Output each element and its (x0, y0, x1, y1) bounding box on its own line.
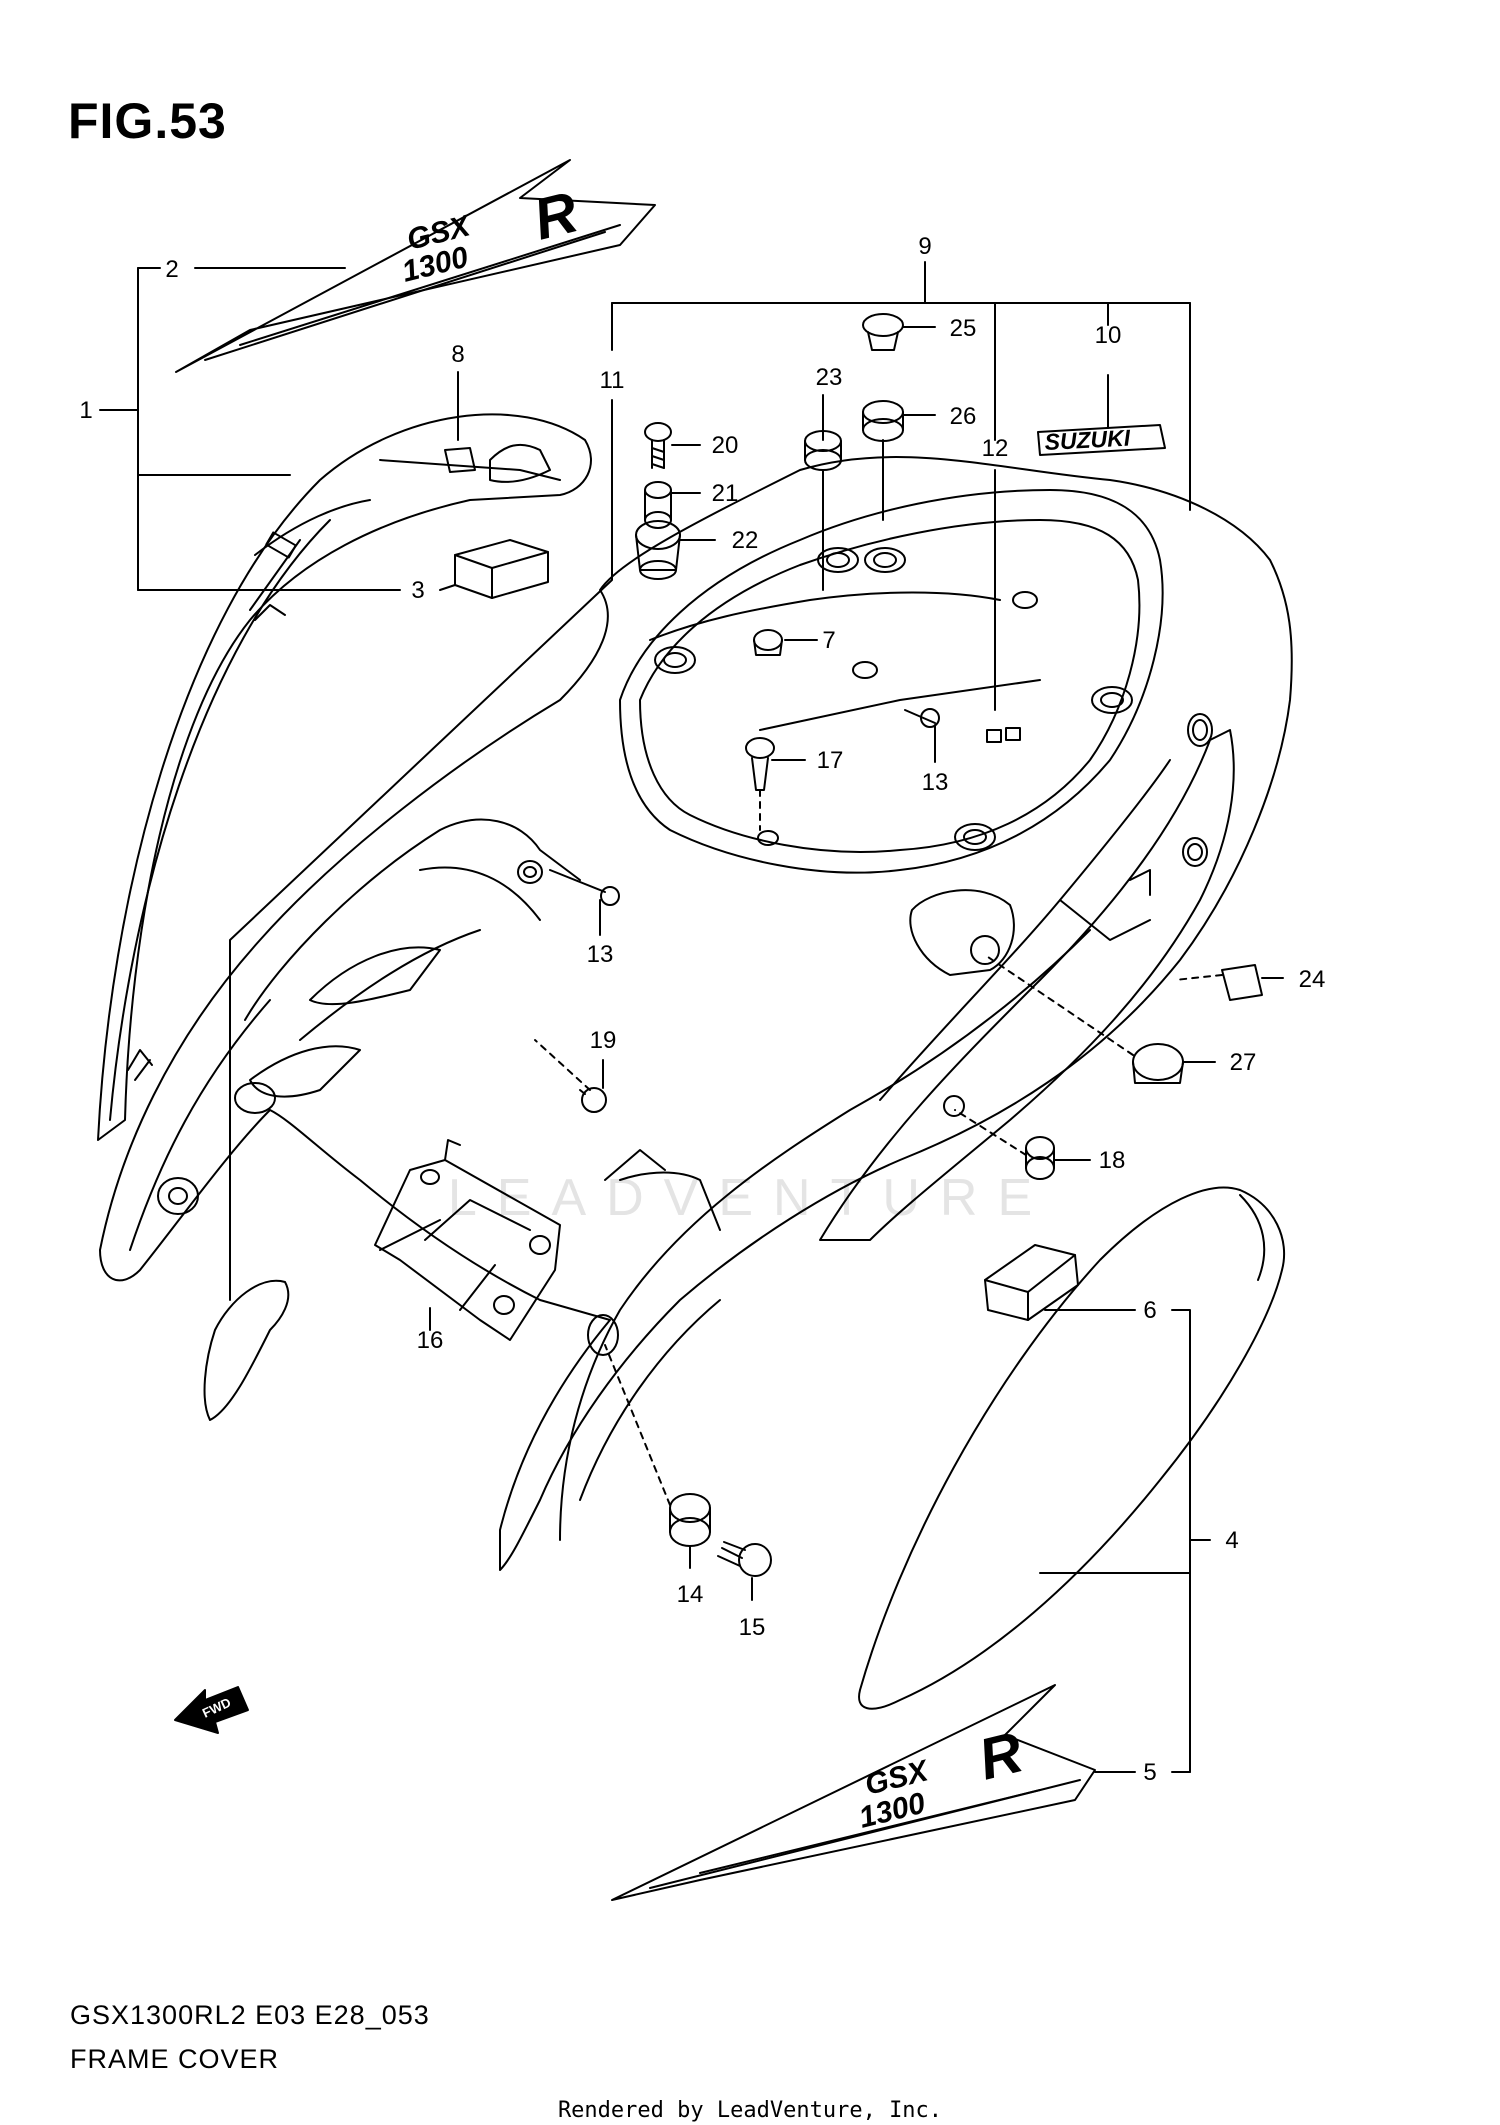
callout-10: 10 (1095, 322, 1122, 349)
callout-15: 15 (739, 1614, 766, 1641)
callout-9: 9 (918, 233, 931, 260)
callout-4: 4 (1225, 1527, 1238, 1554)
fasteners (174, 313, 1263, 1734)
callout-1: 1 (79, 397, 92, 424)
leader-lines (99, 261, 1284, 1773)
callout-16: 16 (417, 1327, 444, 1354)
left-side-cover-part (97, 413, 592, 1141)
right-pad-part (984, 1244, 1079, 1321)
callout-26: 26 (950, 403, 977, 430)
pad-part (454, 539, 549, 599)
callout-27: 27 (1230, 1049, 1257, 1076)
callout-2: 2 (165, 256, 178, 283)
model-code: GSX1300RL2 E03 E28_053 (70, 2000, 430, 2030)
callout-17: 17 (817, 747, 844, 774)
callout-11: 11 (600, 367, 625, 394)
callout-21: 21 (712, 480, 739, 507)
callout-22: 22 (732, 527, 759, 554)
suzuki-emblem-text: SUZUKI (1044, 425, 1131, 455)
callout-6: 6 (1143, 1297, 1156, 1324)
callout-14: 14 (677, 1581, 704, 1608)
callout-3: 3 (411, 577, 424, 604)
callout-20: 20 (712, 432, 739, 459)
callout-13-upper: 13 (922, 769, 949, 796)
section-name: FRAME COVER (70, 2044, 280, 2074)
decal-top-lettering: GSX 1300 R (399, 179, 584, 288)
decal-bottom-lettering: GSX 1300 R (856, 1719, 1029, 1834)
right-side-cover-part (858, 1186, 1286, 1710)
bracket-part (374, 1139, 561, 1341)
callout-5: 5 (1143, 1759, 1156, 1786)
render-credit: Rendered by LeadVenture, Inc. (557, 2098, 943, 2123)
decal-top-letter: R (527, 179, 583, 252)
decal-bottom-part (611, 1684, 1096, 1901)
callout-7: 7 (822, 627, 835, 654)
decal-top-part (175, 159, 656, 373)
callout-19: 19 (590, 1027, 617, 1054)
decal-bottom-letter: R (972, 1719, 1028, 1792)
callout-13-lower: 13 (587, 941, 614, 968)
callout-18: 18 (1099, 1147, 1126, 1174)
callout-25: 25 (950, 315, 977, 342)
callout-8: 8 (451, 341, 464, 368)
emblem-part (1037, 424, 1166, 456)
figure-title: FIG.53 (68, 93, 227, 149)
callout-12: 12 (982, 435, 1009, 462)
callout-24: 24 (1299, 966, 1326, 993)
tail-cowl-part (99, 456, 1293, 1571)
decal-bottom-model: 1300 (856, 1787, 929, 1835)
callout-23: 23 (816, 364, 843, 391)
callout-labels: 1 2 3 4 5 6 7 8 9 10 11 12 13 13 14 15 1… (79, 233, 1325, 1786)
